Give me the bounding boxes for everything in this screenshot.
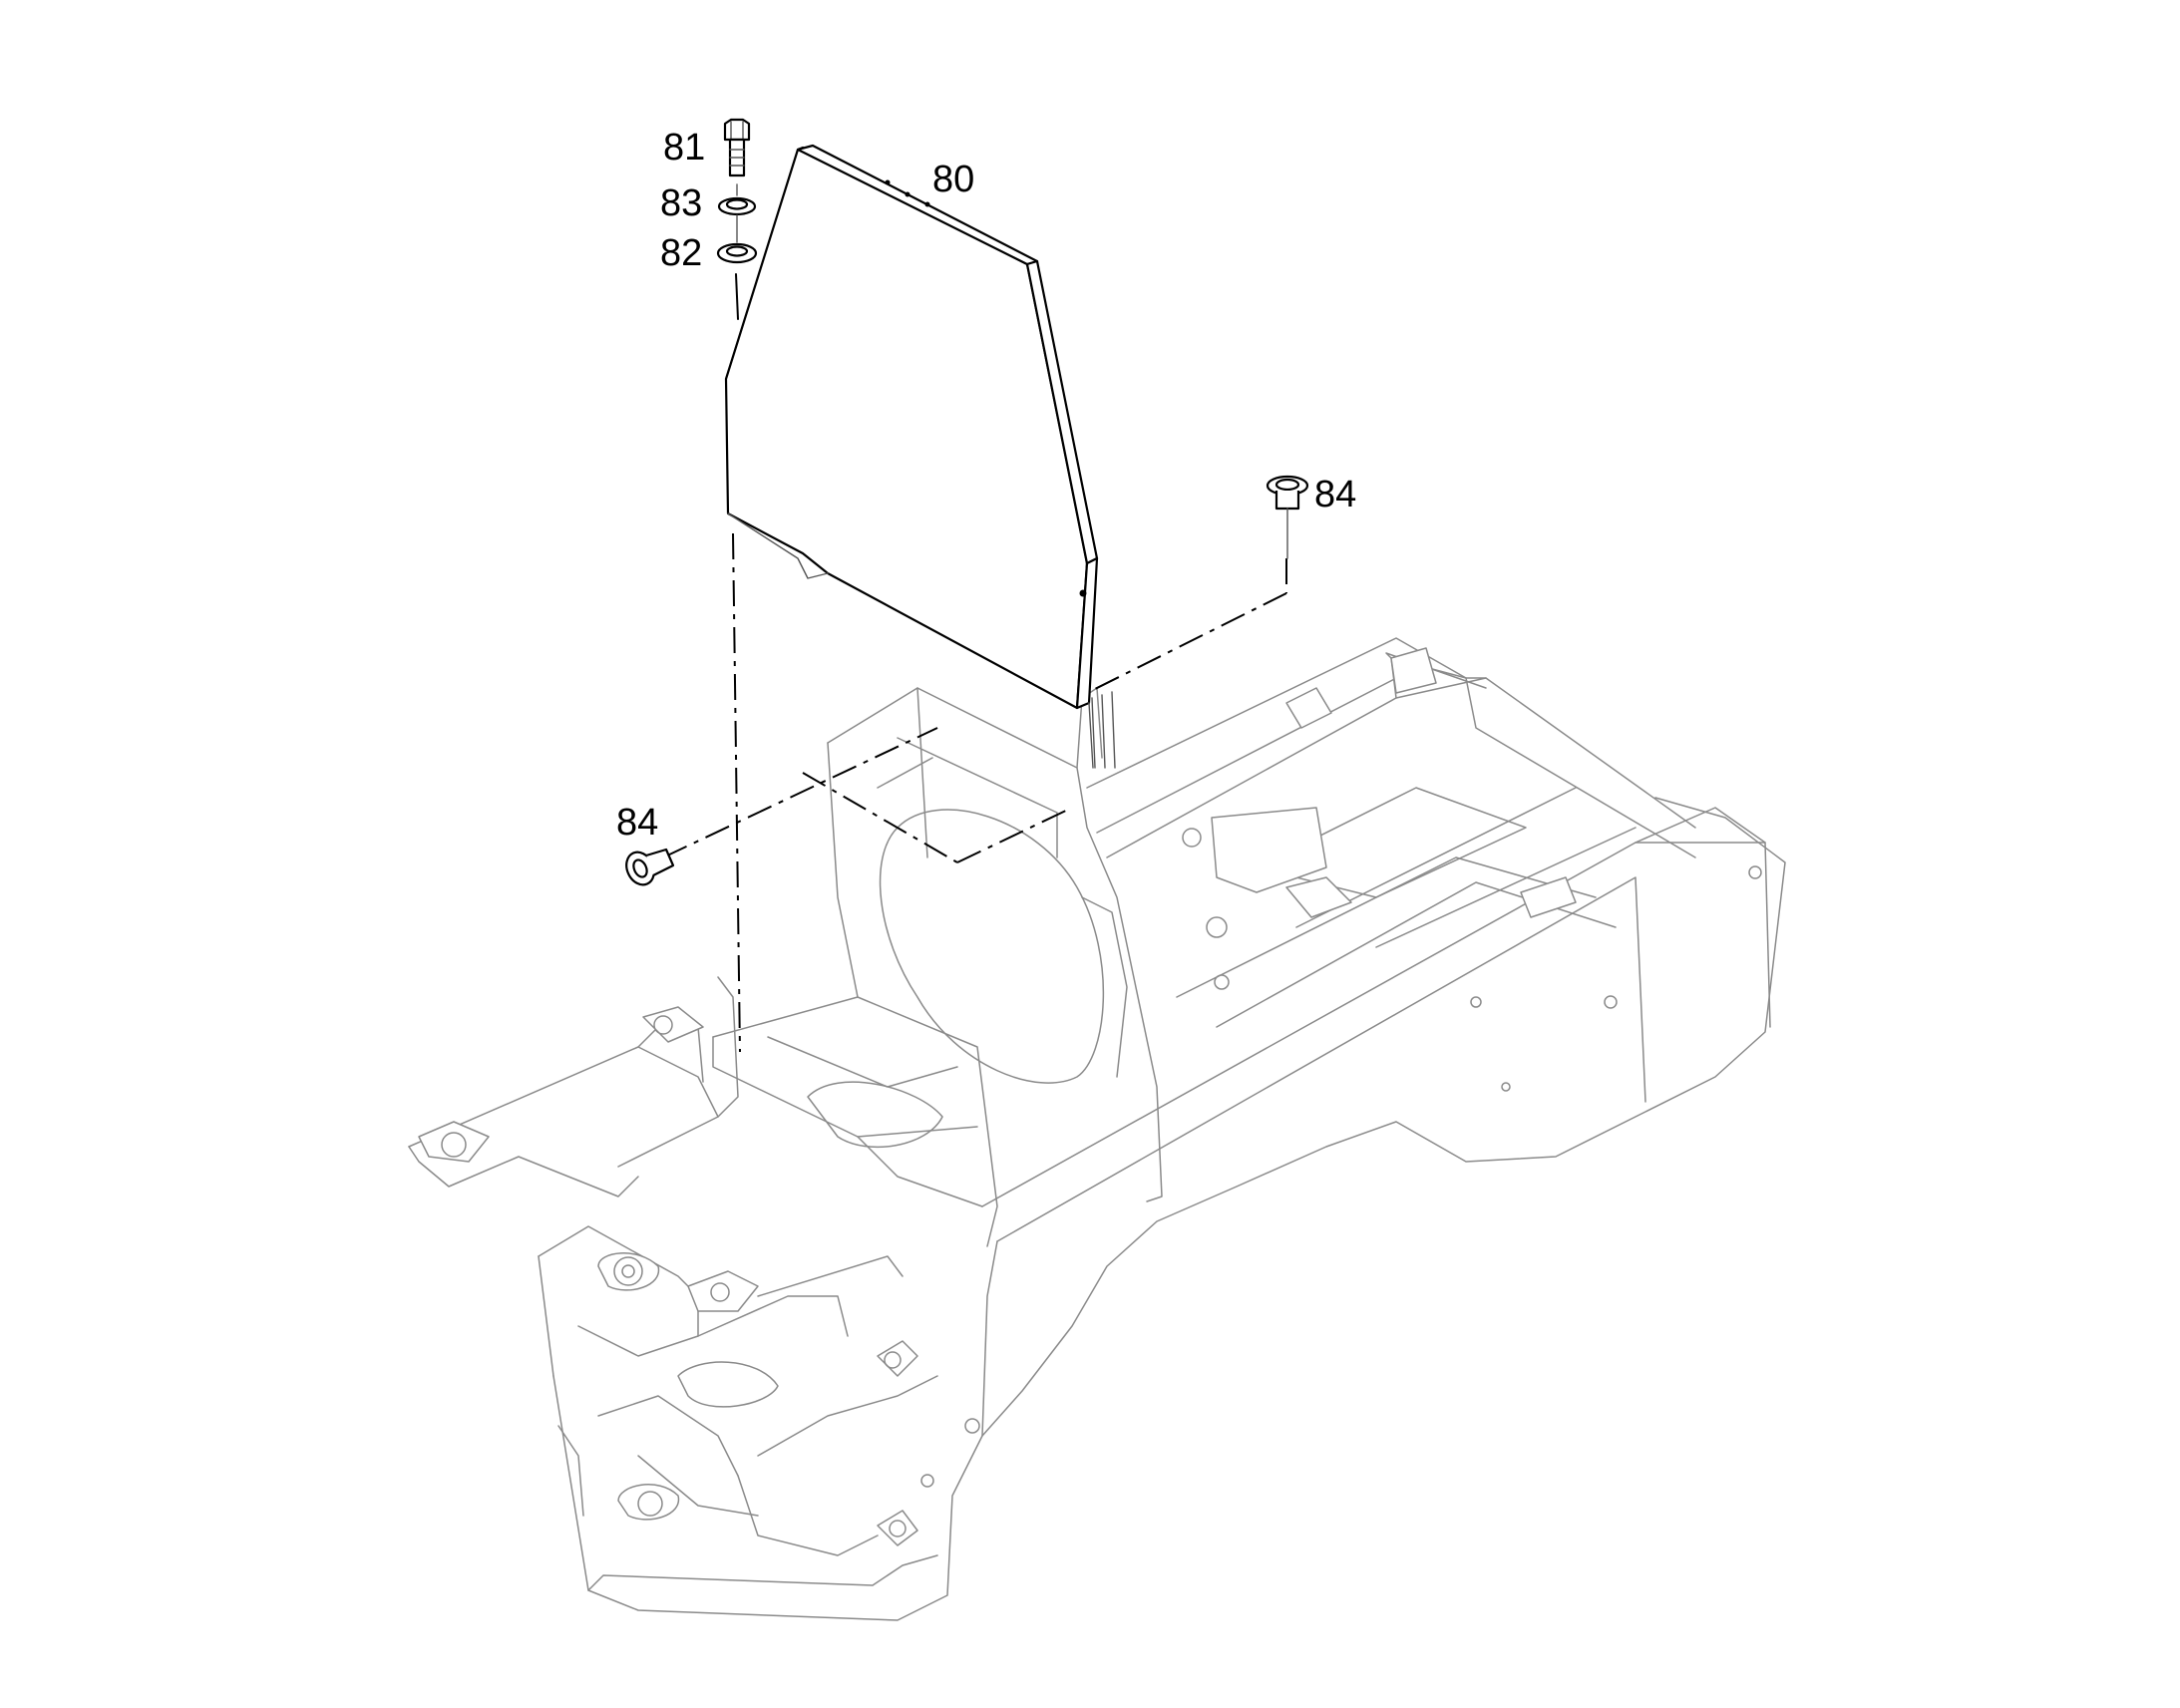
washer-part-82 — [716, 214, 758, 264]
callout-83: 83 — [660, 182, 702, 224]
washer-part-83 — [717, 183, 757, 216]
callout-84-right: 84 — [1314, 474, 1356, 515]
plug-part-84-right — [1266, 475, 1309, 559]
assembly-lines — [662, 273, 1287, 1053]
callout-84-left: 84 — [616, 802, 658, 844]
callout-80: 80 — [932, 159, 974, 200]
callout-labels: 80 81 83 82 84 84 — [616, 127, 1356, 844]
main-frame — [408, 637, 1786, 1621]
plug-part-84-left — [625, 848, 675, 886]
callout-81: 81 — [663, 127, 705, 169]
panel-part-80 — [724, 144, 1099, 769]
callout-82: 82 — [660, 232, 702, 274]
bolt-part-81 — [723, 118, 751, 177]
